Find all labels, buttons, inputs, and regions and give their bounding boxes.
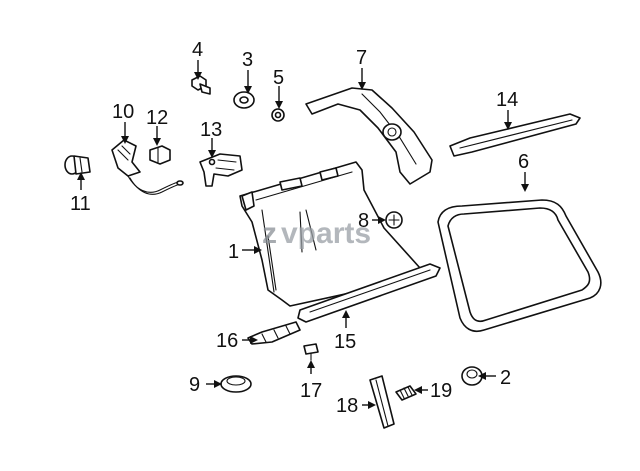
callout-14: 14 — [496, 89, 518, 111]
callout-labels: 1 2 3 4 5 6 7 8 9 10 11 12 13 14 15 16 1… — [70, 39, 529, 417]
callout-8: 8 — [358, 210, 369, 232]
part-17-clip[interactable] — [303, 343, 319, 361]
part-8-screw[interactable] — [385, 211, 403, 229]
watermark: z vparts — [262, 217, 371, 250]
part-13-latch-assembly[interactable] — [199, 153, 243, 187]
part-12-bracket[interactable] — [149, 145, 171, 165]
callout-12: 12 — [146, 107, 168, 129]
part-7-pillar-trim[interactable] — [305, 87, 433, 185]
callout-2: 2 — [500, 367, 511, 389]
part-11-clip[interactable] — [64, 155, 91, 175]
callout-19: 19 — [430, 380, 452, 402]
callout-1: 1 — [228, 241, 239, 263]
part-4-bolt[interactable] — [191, 75, 211, 95]
part-3-nut[interactable] — [233, 91, 255, 109]
callout-4: 4 — [192, 39, 203, 61]
part-15-lower-molding[interactable] — [297, 263, 441, 323]
part-5-washer[interactable] — [271, 108, 285, 122]
callout-7: 7 — [356, 47, 367, 69]
part-18-strip[interactable] — [369, 375, 395, 429]
leader-lines — [77, 60, 529, 409]
watermark-prefix: z — [262, 217, 277, 250]
part-9-grommet[interactable] — [220, 375, 252, 393]
part-6-seal-frame[interactable] — [437, 199, 602, 333]
part-10-latch-cable[interactable] — [111, 139, 184, 195]
callout-9: 9 — [189, 374, 200, 396]
callout-5: 5 — [273, 67, 284, 89]
callout-16: 16 — [216, 330, 238, 352]
callout-13: 13 — [200, 119, 222, 141]
part-19-screw[interactable] — [395, 385, 417, 401]
part-1-quarter-glass[interactable] — [239, 161, 429, 307]
watermark-text: vparts — [281, 217, 371, 250]
callout-18: 18 — [336, 395, 358, 417]
part-16-clip-strip[interactable] — [247, 321, 301, 345]
callout-6: 6 — [518, 151, 529, 173]
callout-15: 15 — [334, 331, 356, 353]
callout-11: 11 — [70, 193, 91, 215]
callout-3: 3 — [242, 49, 253, 71]
callout-17: 17 — [300, 380, 322, 402]
part-14-molding[interactable] — [449, 113, 581, 157]
callout-10: 10 — [112, 101, 134, 123]
